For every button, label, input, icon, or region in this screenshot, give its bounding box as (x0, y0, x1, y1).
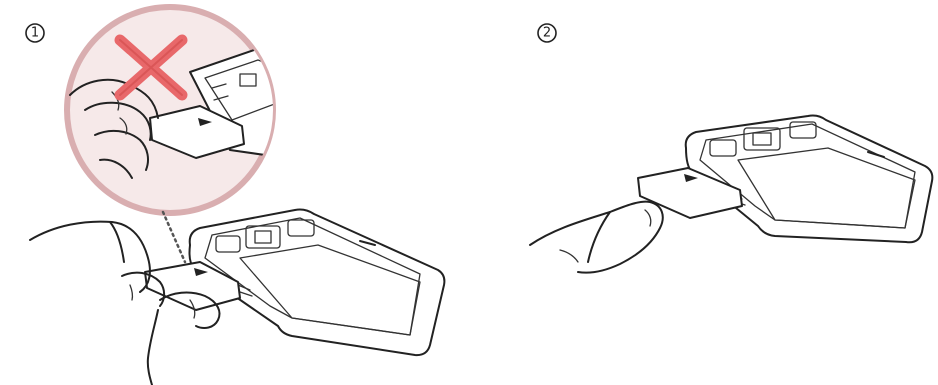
step-1-number: 1 (31, 26, 39, 41)
magnifier-wrong-way (67, 7, 300, 213)
step-2-device (686, 116, 933, 243)
step-2-marker: 2 (538, 24, 556, 42)
step-2-number: 2 (543, 26, 551, 41)
magnifier-pointer-line (163, 212, 185, 262)
step-1-marker: 1 (26, 24, 44, 42)
step-2-hand (530, 202, 663, 273)
